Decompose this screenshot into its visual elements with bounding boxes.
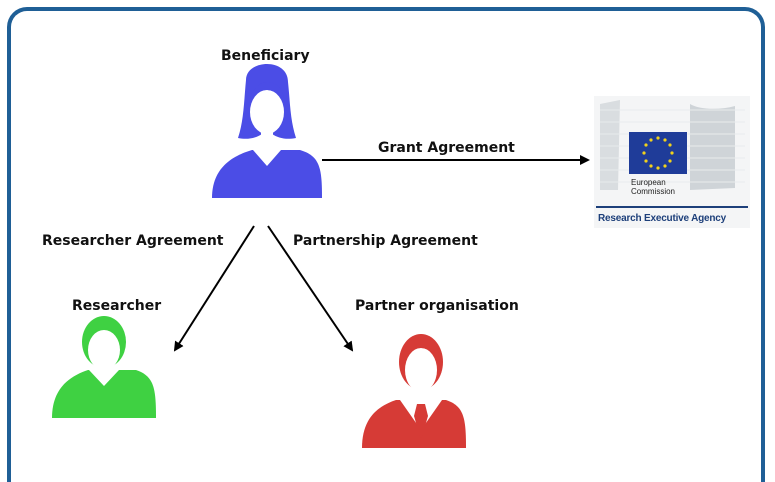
beneficiary-icon: [212, 64, 322, 198]
researcher-agreement-label: Researcher Agreement: [42, 233, 224, 249]
researcher-icon: [52, 316, 156, 418]
eu-stars: [642, 136, 674, 170]
partnership-agreement-label: Partnership Agreement: [293, 233, 478, 249]
logo-agency: Research Executive Agency: [598, 213, 727, 224]
researcher-agreement-arrow: [173, 225, 255, 352]
partner-organisation-icon: [362, 334, 466, 448]
logo-line1: European: [631, 178, 666, 187]
logo-line2: Commission: [631, 187, 676, 196]
beneficiary-label: Beneficiary: [221, 48, 310, 64]
researcher-label: Researcher: [72, 298, 162, 314]
grant-agreement-label: Grant Agreement: [378, 140, 515, 156]
european-commission-logo: [594, 96, 750, 228]
partner-organisation-label: Partner organisation: [355, 298, 519, 314]
partnership-agreement-arrow: [267, 225, 354, 352]
